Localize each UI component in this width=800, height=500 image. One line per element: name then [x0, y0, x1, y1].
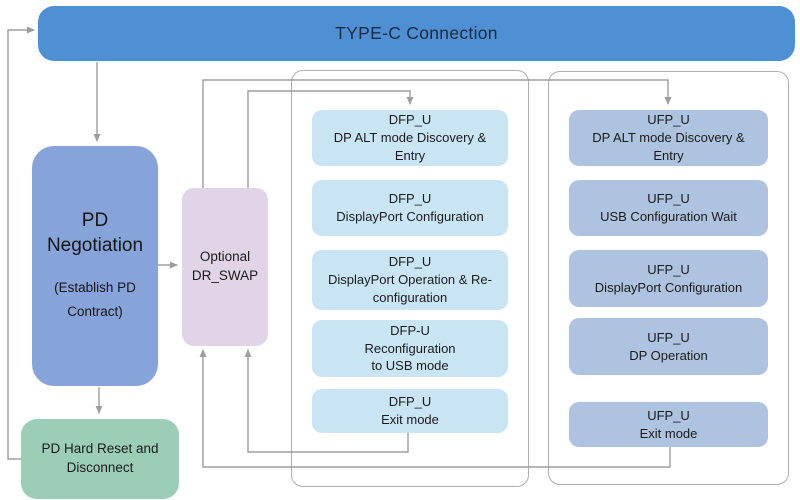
dfp-state-desc: Exit mode — [381, 412, 439, 427]
dfp-state-desc: DisplayPort Configuration — [336, 209, 484, 224]
dfp-state-desc: DisplayPort Operation & Re- configuratio… — [327, 272, 492, 305]
wire-hardreset-to-typec — [7, 26, 35, 460]
dfp-state-exit-mode: DFP_U Exit mode — [312, 389, 508, 433]
dfp-state-reconfiguration: DFP-U Reconfiguration to USB mode — [312, 320, 508, 377]
ufp-state-name: UFP_U — [647, 112, 690, 128]
dfp-state-name: DFP_U — [388, 191, 432, 207]
ufp-state-desc: DP ALT mode Discovery & Entry — [592, 130, 745, 163]
dfp-state-name: DFP_U — [388, 394, 432, 410]
wire-ufpexit-to-drswap — [199, 349, 671, 468]
dfp-state-dp-operation: DFP_U DisplayPort Operation & Re- config… — [312, 250, 508, 310]
type-c-connection-label: TYPE-C Connection — [335, 23, 498, 43]
ufp-state-desc: Exit mode — [639, 425, 698, 441]
ufp-state-discovery: UFP_U DP ALT mode Discovery & Entry — [569, 110, 768, 166]
ufp-state-desc: DisplayPort Configuration — [594, 279, 743, 295]
optional-dr-swap-box: Optional DR_SWAP — [182, 188, 268, 346]
ufp-state-name: UFP_U — [647, 407, 690, 423]
wire-dfpexit-to-drswap — [244, 349, 409, 453]
ufp-state-name: UFP_U — [647, 329, 690, 345]
ufp-state-name: UFP_U — [647, 191, 690, 207]
dfp-state-desc: Reconfiguration to USB mode — [364, 340, 456, 374]
ufp-group-frame — [548, 71, 789, 485]
ufp-state-exit-mode: UFP_U Exit mode — [569, 402, 768, 447]
dr-swap-label: Optional DR_SWAP — [191, 249, 259, 283]
pd-negotiation-box: PD Negotiation (Establish PD Contract) — [32, 146, 158, 386]
ufp-state-name: UFP_U — [647, 261, 690, 277]
pd-negotiation-title: PD Negotiation — [46, 210, 144, 257]
dfp-state-dp-configuration: DFP_U DisplayPort Configuration — [312, 180, 508, 236]
wire-drswap-to-dfp — [247, 90, 414, 188]
ufp-state-usb-wait: UFP_U USB Configuration Wait — [569, 180, 768, 236]
ufp-state-desc: USB Configuration Wait — [600, 209, 737, 224]
dfp-state-discovery: DFP_U DP ALT mode Discovery & Entry — [312, 110, 508, 166]
ufp-state-dp-configuration: UFP_U DisplayPort Configuration — [569, 250, 768, 307]
ufp-state-desc: DP Operation — [629, 347, 708, 363]
pd-hard-reset-box: PD Hard Reset and Disconnect — [21, 419, 179, 499]
wire-drswap-to-ufp — [202, 79, 672, 188]
dfp-state-name: DFP-U — [390, 322, 430, 338]
type-c-connection-bar: TYPE-C Connection — [38, 6, 795, 61]
pd-hard-reset-label: PD Hard Reset and Disconnect — [41, 441, 159, 475]
pd-negotiation-subtitle: (Establish PD Contract) — [54, 280, 136, 320]
dfp-state-name: DFP_U — [388, 254, 432, 270]
ufp-state-dp-operation: UFP_U DP Operation — [569, 318, 768, 375]
dfp-group-frame — [291, 70, 529, 487]
dfp-state-name: DFP_U — [388, 112, 432, 128]
dfp-state-desc: DP ALT mode Discovery & Entry — [333, 130, 487, 163]
